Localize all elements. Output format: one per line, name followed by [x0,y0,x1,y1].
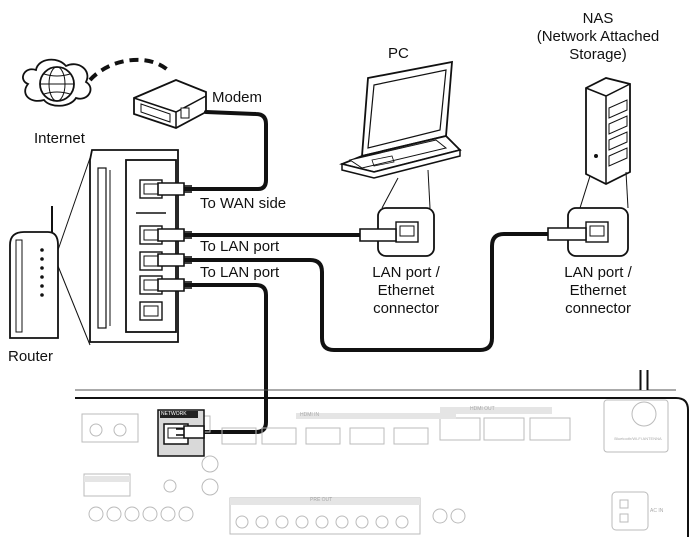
pc-laptop-icon [339,60,462,179]
label-nas-line3: Storage) [569,46,627,63]
label-pc-port-line3: connector [373,300,439,317]
label-nas-line2: (Network Attached [536,28,660,45]
wan-cable [178,110,268,191]
router-plugs [157,182,192,292]
label-nas-port-line3: connector [565,300,631,317]
label-to-wan: To WAN side [200,195,287,212]
label-router: Router [8,348,54,365]
router-enlarged-panel [89,149,179,343]
label-pc-port-line2: Ethernet [377,282,435,299]
label-nas: NAS (Network Attached Storage) [528,10,668,64]
label-nas-port-line1: LAN port / [564,264,632,281]
label-pc-port-line1: LAN port / [372,264,440,281]
label-pc: PC [388,45,409,62]
receiver-ac-in-label: AC IN [650,508,664,514]
label-nas-port: LAN port / Ethernet connector [548,264,648,318]
pc-plug [359,228,397,242]
internet-globe-icon [22,58,92,107]
lan-cable-nas [178,232,550,352]
receiver-back-panel [75,370,689,537]
receiver-plug [176,425,205,439]
label-to-lan-1: To LAN port [200,238,280,255]
internet-modem-dashed-link [88,57,172,82]
receiver-network-label: NETWORK [161,411,187,417]
lan-cable-receiver [178,283,268,434]
label-to-lan-2: To LAN port [200,264,280,281]
antenna-icon [631,370,657,427]
receiver-antenna-label: Bluetooth/Wi-Fi ANTENNA [614,436,662,441]
pc-lan-port [377,207,435,257]
router-lan-port-4 [139,301,163,321]
router-icon [9,206,59,339]
label-internet: Internet [34,130,85,147]
nas-plug [547,227,587,241]
modem-icon [133,79,207,129]
receiver-hdmi-in-label: HDMI IN [300,412,320,418]
label-nas-port-line2: Ethernet [569,282,627,299]
nas-icon [585,77,631,186]
label-modem: Modem [212,89,263,106]
label-nas-line1: NAS [582,10,614,27]
receiver-hdmi-out-label: HDMI OUT [470,406,495,412]
label-pc-port: LAN port / Ethernet connector [356,264,456,318]
receiver-pre-out-label: PRE OUT [310,497,333,503]
nas-lan-port [567,207,629,257]
